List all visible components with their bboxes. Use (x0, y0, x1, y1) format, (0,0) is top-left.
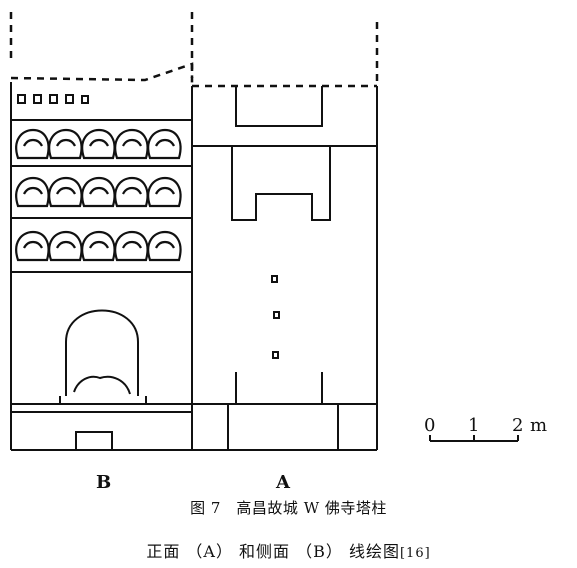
caption-subtitle-text: 正面 （A） 和侧面 （B） 线绘图 (146, 542, 400, 561)
scale-tick-0: 0 (424, 415, 435, 436)
scale-unit: m (530, 415, 547, 436)
caption-reference: [16] (399, 546, 431, 561)
buddha-figures (15, 128, 182, 262)
scale-tick-2: 2 (512, 415, 523, 436)
line-drawing: B A 0 1 2 m (9, 12, 547, 493)
front-elevation-a (192, 86, 378, 451)
ruined-top-dashes (9, 12, 379, 88)
scale-tick-1: 1 (468, 415, 479, 436)
side-elevation-b (10, 82, 193, 451)
caption-title: 图 7 高昌故城 W 佛寺塔柱 (190, 499, 387, 517)
label-b: B (96, 472, 111, 493)
large-niche (59, 309, 147, 405)
caption-subtitle: 正面 （A） 和侧面 （B） 线绘图[16] (0, 538, 577, 562)
scale-bar (429, 435, 519, 442)
label-a: A (275, 472, 291, 493)
